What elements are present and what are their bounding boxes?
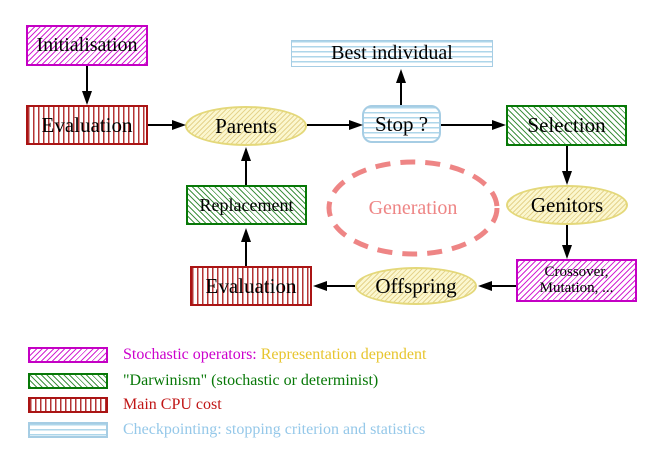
arrow-init-to-evaluation bbox=[86, 66, 88, 92]
replacement-label: Replacement bbox=[199, 194, 294, 215]
arrowhead-up-icon bbox=[396, 69, 406, 83]
evaluation-bottom-box: Evaluation bbox=[190, 266, 312, 306]
best-individual-label: Best individual bbox=[331, 42, 453, 64]
green-hatch-swatch bbox=[28, 373, 108, 389]
arrow-evaluation-to-replacement bbox=[245, 241, 247, 266]
arrowhead-down-icon bbox=[562, 245, 572, 259]
arrow-genitors-to-crossover bbox=[566, 225, 568, 247]
legend-representation-dependent-label: Representation dependent bbox=[260, 346, 427, 363]
offspring-ellipse: Offspring bbox=[355, 267, 477, 305]
legend-darwinism-label: "Darwinism" (stochastic or determinist) bbox=[123, 372, 379, 389]
arrow-selection-to-genitors bbox=[566, 146, 568, 173]
evaluation-top-label: Evaluation bbox=[41, 112, 133, 137]
magenta-hatch-swatch bbox=[28, 347, 108, 363]
arrowhead-up-icon bbox=[241, 228, 251, 242]
stop-box: Stop ? bbox=[362, 105, 441, 143]
generation-label: Generation bbox=[368, 196, 458, 219]
parents-ellipse: Parents bbox=[185, 106, 307, 146]
legend-stochastic-operators-label: Stochastic operators: bbox=[123, 346, 257, 363]
arrow-parents-to-stop bbox=[307, 124, 351, 126]
stop-label: Stop ? bbox=[374, 111, 429, 136]
crossover-label-line2: Mutation, ... bbox=[539, 279, 614, 296]
arrow-offspring-to-evaluation bbox=[326, 285, 355, 287]
arrowhead-right-icon bbox=[172, 120, 186, 130]
generation-dashed-ellipse bbox=[326, 159, 500, 257]
evaluation-bottom-label: Evaluation bbox=[205, 273, 297, 298]
red-stripes-swatch bbox=[28, 397, 108, 413]
genitors-ellipse: Genitors bbox=[506, 185, 628, 225]
arrowhead-right-icon bbox=[349, 120, 363, 130]
arrowhead-down-icon bbox=[82, 91, 92, 105]
arrow-stop-to-best-individual bbox=[400, 82, 402, 105]
legend-main-cpu-cost-label: Main CPU cost bbox=[123, 396, 222, 413]
crossover-mutation-box: Crossover, Mutation, ... bbox=[516, 259, 637, 302]
cyan-stripes-swatch bbox=[28, 422, 108, 438]
arrowhead-left-icon bbox=[313, 281, 327, 291]
arrow-stop-to-selection bbox=[441, 124, 494, 126]
legend-row-stochastic: Stochastic operators: Representation dep… bbox=[123, 346, 426, 364]
offspring-label: Offspring bbox=[375, 273, 457, 298]
arrow-crossover-to-offspring bbox=[491, 285, 516, 287]
initialisation-label: Initialisation bbox=[36, 34, 138, 56]
initialisation-box: Initialisation bbox=[26, 25, 148, 66]
parents-label: Parents bbox=[215, 113, 277, 138]
crossover-label-line1: Crossover, bbox=[544, 263, 609, 280]
evaluation-top-box: Evaluation bbox=[26, 105, 148, 145]
arrowhead-up-icon bbox=[241, 147, 251, 161]
arrow-evaluation-to-parents bbox=[148, 124, 174, 126]
replacement-box: Replacement bbox=[186, 185, 307, 225]
genitors-label: Genitors bbox=[530, 192, 604, 217]
legend-checkpointing-label: Checkpointing: stopping criterion and st… bbox=[123, 421, 426, 438]
arrowhead-left-icon bbox=[478, 281, 492, 291]
best-individual-box: Best individual bbox=[291, 40, 493, 67]
arrow-replacement-to-parents bbox=[245, 160, 247, 185]
selection-label: Selection bbox=[527, 113, 606, 138]
arrowhead-down-icon bbox=[562, 171, 572, 185]
arrowhead-right-icon bbox=[492, 120, 506, 130]
selection-box: Selection bbox=[506, 105, 627, 146]
